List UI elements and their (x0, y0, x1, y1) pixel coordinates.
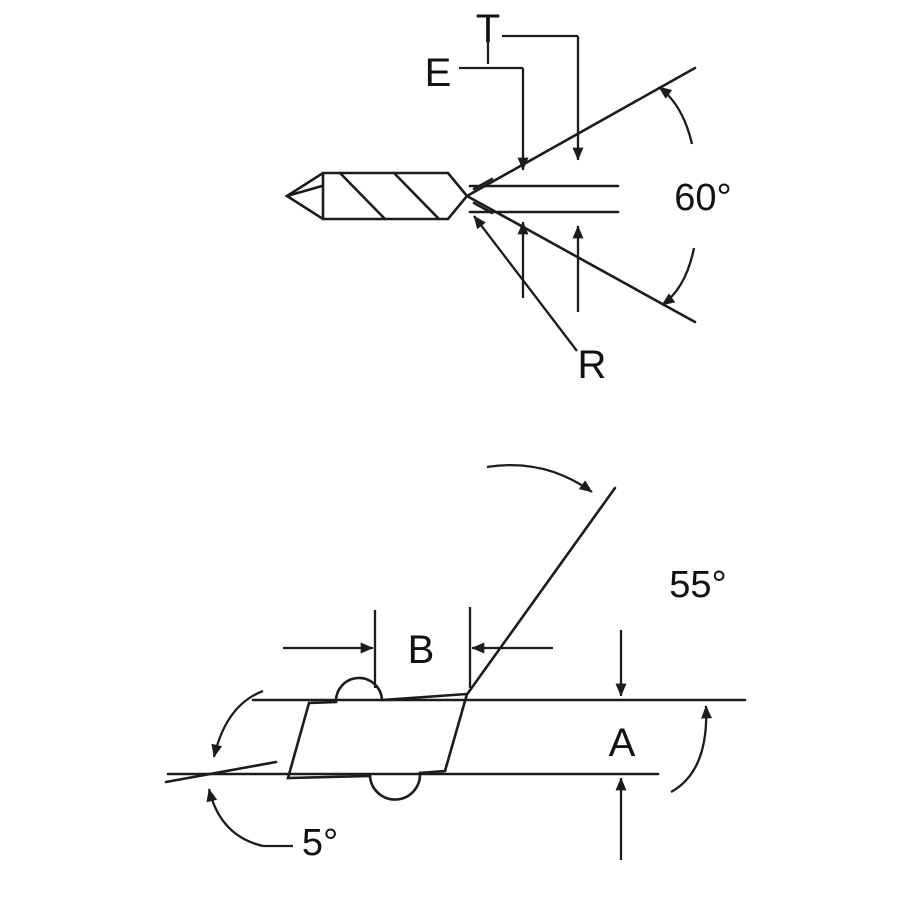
dimension-t (486, 34, 584, 312)
dimension-b (283, 607, 553, 688)
angle-60-arcs (658, 86, 696, 306)
angle-label-55: 55° (669, 564, 726, 606)
tip-radius-blend-mark (472, 201, 494, 215)
angle-label-5: 5° (302, 822, 338, 864)
vee-lower-line (465, 194, 697, 324)
angle-5-lower-arc (206, 788, 264, 848)
dimension-a (615, 630, 713, 860)
angle-5-upper-arc (211, 689, 264, 758)
top-view: T E 60° R (284, 7, 732, 387)
angle-55-arc (486, 463, 593, 493)
tip-radius-blend-mark (472, 177, 494, 191)
dim-label-r: R (578, 343, 607, 387)
vee-upper-line (465, 66, 697, 198)
body-hatch-line (392, 171, 441, 221)
dim-label-b: B (408, 628, 435, 672)
insert-outline (286, 676, 469, 801)
side-view: 55° B A 5° (164, 463, 747, 864)
tool-body-outline (284, 171, 469, 221)
back-clearance-line (164, 760, 278, 784)
angle-label-60: 60° (674, 177, 731, 219)
angle-60-lower-arc (661, 247, 696, 306)
height-arc-arrow (670, 705, 713, 794)
body-hatch-line (338, 171, 387, 221)
r-leader-line (473, 215, 578, 352)
angle-5-arcs (206, 689, 293, 848)
insert-body-path (286, 676, 469, 801)
dim-label-t: T (476, 7, 500, 51)
dim-label-e: E (425, 51, 452, 95)
dimension-e (459, 66, 529, 298)
dimension-r (473, 215, 578, 352)
front-rake-line (466, 486, 617, 695)
angle-60-upper-arc (658, 86, 694, 145)
tip-cone-edge-line (285, 184, 324, 198)
dim-label-a: A (609, 721, 636, 765)
angle-55-arc-arrow (486, 463, 593, 493)
vee-angle-lines (465, 66, 697, 324)
